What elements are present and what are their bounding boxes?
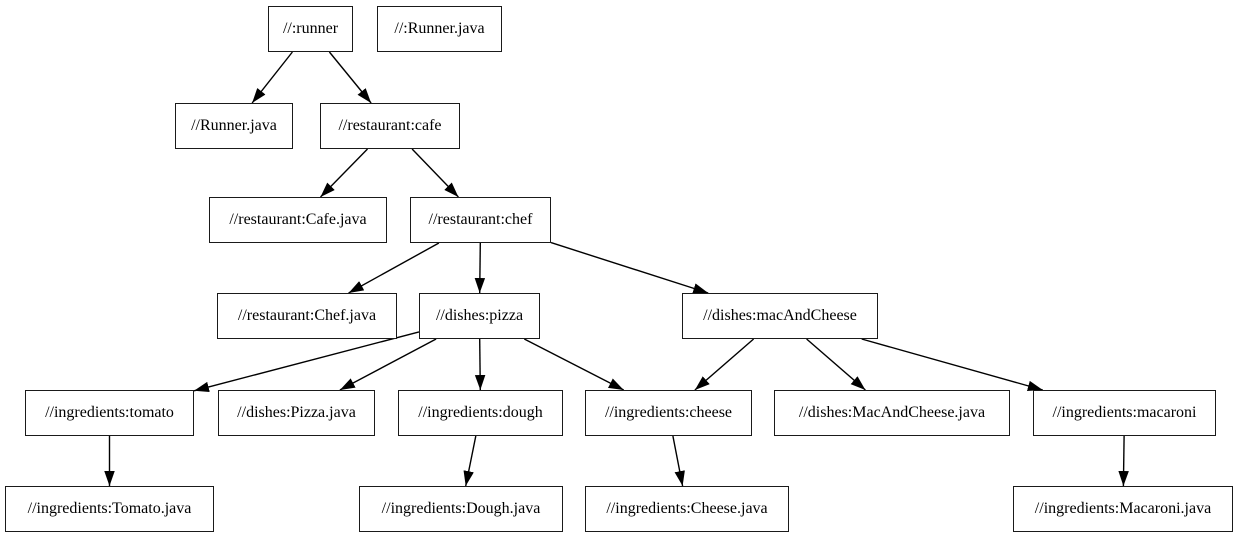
edge-chef-to-pizza <box>474 242 486 294</box>
edge-cafe-to-chef <box>411 148 459 198</box>
graph-node-chef-java: //restaurant:Chef.java <box>217 293 397 339</box>
edge-runner-to-runner-java <box>251 51 293 104</box>
graph-node-label: //ingredients:Tomato.java <box>27 500 192 517</box>
graph-node-tomato-java: //ingredients:Tomato.java <box>5 486 214 532</box>
graph-node-cheese-java: //ingredients:Cheese.java <box>585 486 789 532</box>
graph-node-label: //ingredients:macaroni <box>1052 404 1197 421</box>
graph-node-label: //ingredients:Macaroni.java <box>1034 500 1212 517</box>
graph-node-chef: //restaurant:chef <box>410 197 551 243</box>
graph-node-label: //ingredients:cheese <box>604 404 733 421</box>
graph-node-label: //:Runner.java <box>394 20 485 37</box>
edge-runner-to-cafe <box>328 51 372 104</box>
graph-node-label: //dishes:macAndCheese <box>703 307 857 324</box>
graph-node-label: //restaurant:cafe <box>338 117 442 134</box>
graph-node-label: //ingredients:Cheese.java <box>606 500 768 517</box>
graph-node-pizza: //dishes:pizza <box>419 293 540 339</box>
edge-cafe-to-cafe-java <box>319 148 369 198</box>
edge-macaroni-to-macaroni-java <box>1118 435 1129 487</box>
edge-mac-and-cheese-to-cheese <box>694 338 755 391</box>
graph-node-mac-java: //dishes:MacAndCheese.java <box>774 390 1010 436</box>
edge-pizza-to-tomato <box>193 331 420 393</box>
graph-node-runner-java: //Runner.java <box>175 103 293 149</box>
graph-node-label: //ingredients:tomato <box>45 404 174 421</box>
graph-node-label: //ingredients:Dough.java <box>381 500 541 517</box>
graph-node-label: //restaurant:chef <box>428 211 533 228</box>
graph-node-label: //:runner <box>282 20 339 37</box>
edge-chef-to-mac-and-cheese <box>550 241 709 294</box>
graph-node-mac-and-cheese: //dishes:macAndCheese <box>682 293 878 339</box>
graph-node-dough-java: //ingredients:Dough.java <box>359 486 563 532</box>
graph-node-dough: //ingredients:dough <box>398 390 563 436</box>
edge-mac-and-cheese-to-mac-java <box>806 338 866 391</box>
graph-node-pizza-java: //dishes:Pizza.java <box>218 390 375 436</box>
edge-cheese-to-cheese-java <box>672 435 685 487</box>
graph-node-tomato: //ingredients:tomato <box>25 390 194 436</box>
edge-dough-to-dough-java <box>463 435 477 487</box>
edge-pizza-to-cheese <box>523 338 625 391</box>
graph-node-cafe-java: //restaurant:Cafe.java <box>209 197 387 243</box>
graph-node-cafe: //restaurant:cafe <box>320 103 460 149</box>
graph-node-label: //dishes:pizza <box>435 307 524 324</box>
graph-node-label: //Runner.java <box>191 117 277 134</box>
edge-pizza-to-pizza-java <box>339 338 437 391</box>
graph-node-macaroni: //ingredients:macaroni <box>1033 390 1216 436</box>
edge-pizza-to-dough <box>474 338 486 391</box>
graph-node-runner-java-label: //:Runner.java <box>377 6 502 52</box>
graph-node-label: //restaurant:Cafe.java <box>229 211 367 228</box>
graph-node-label: //dishes:MacAndCheese.java <box>798 404 986 421</box>
graph-node-runner: //:runner <box>268 6 353 52</box>
graph-node-label: //ingredients:dough <box>418 404 543 421</box>
edge-mac-and-cheese-to-macaroni <box>861 338 1043 391</box>
graph-node-macaroni-java: //ingredients:Macaroni.java <box>1013 486 1233 532</box>
graph-node-label: //dishes:Pizza.java <box>237 404 356 421</box>
graph-node-cheese: //ingredients:cheese <box>585 390 752 436</box>
graph-node-label: //restaurant:Chef.java <box>237 307 377 324</box>
edge-chef-to-chef-java <box>348 242 440 294</box>
